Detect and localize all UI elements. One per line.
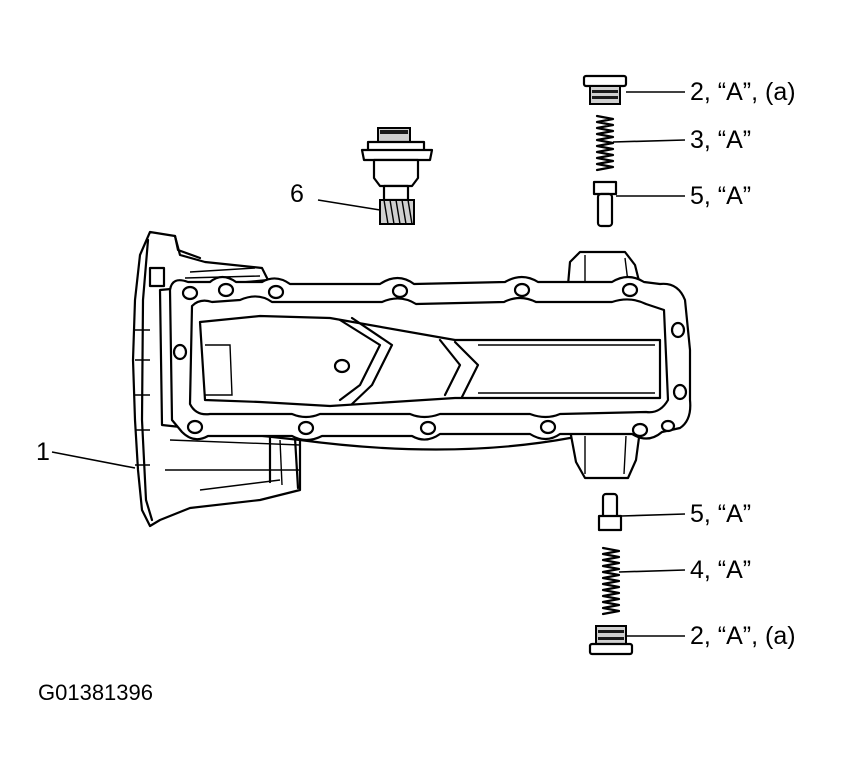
speedometer-driven-gear [360,127,434,225]
transfer-case-housing [131,230,692,528]
leader-lines [51,91,686,637]
callout-spring-bottom: 4, “A” [690,556,751,584]
plug-bottom [588,625,634,656]
plug-top [582,74,628,105]
figure-code: G01381396 [38,680,153,705]
spring-top [595,114,615,172]
callout-plug-bottom: 2, “A”, (a) [690,622,796,650]
callout-part-6: 6 [290,180,304,208]
flange-bolt-holes [172,282,688,438]
plunger-top [592,180,618,228]
callout-part-1: 1 [36,438,50,466]
callout-plunger-top: 5, “A” [690,182,751,210]
plunger-bottom [597,492,623,532]
callout-plunger-bottom: 5, “A” [690,500,751,528]
spring-bottom [601,546,621,616]
callout-spring-top: 3, “A” [690,126,751,154]
callout-plug-top: 2, “A”, (a) [690,78,796,106]
